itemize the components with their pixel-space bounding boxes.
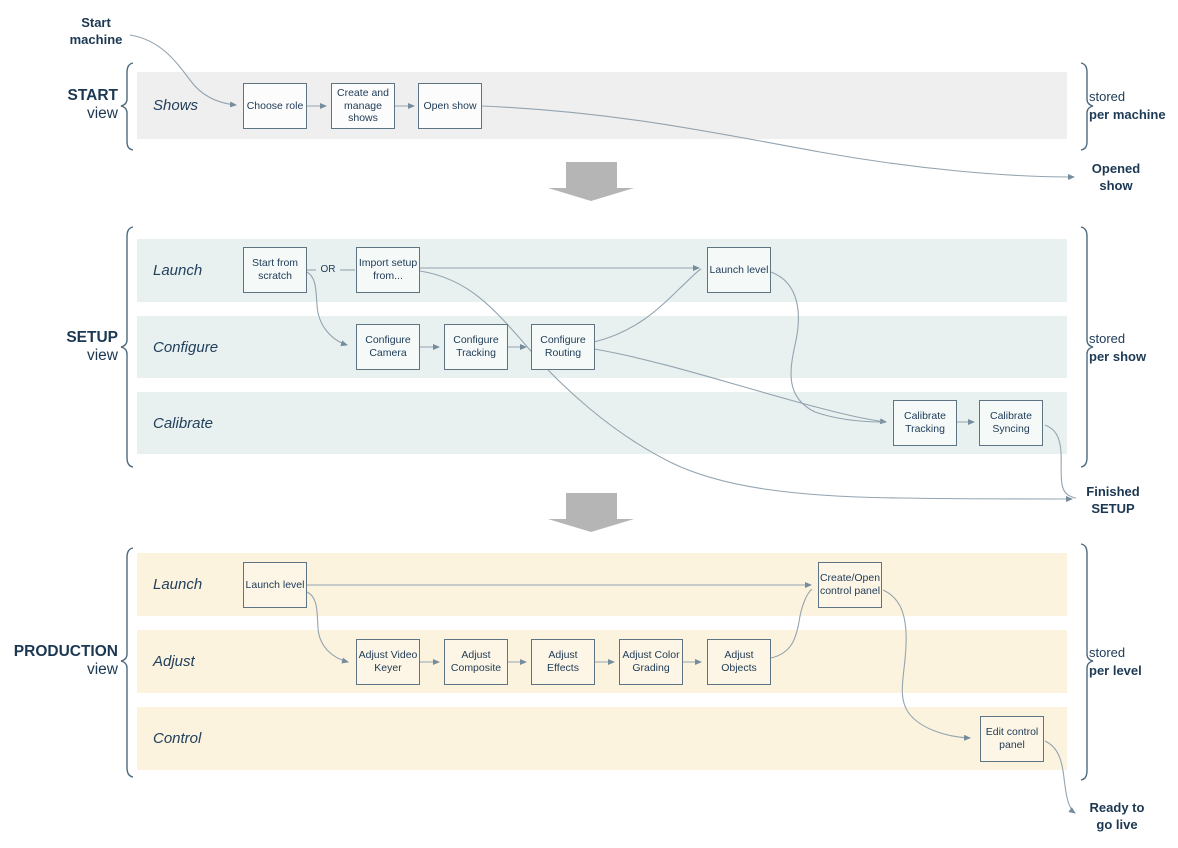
node-calibrate-syncing: Calibrate Syncing — [979, 400, 1043, 446]
connector-edit-panel-to-ready — [1044, 740, 1076, 814]
node-launch-level-setup: Launch level — [707, 247, 771, 293]
lane-label-adjust: Adjust — [153, 653, 195, 670]
view-subtitle-production: view — [86, 661, 118, 678]
node-configure-routing: Configure Routing — [531, 324, 595, 370]
lane-label-calibrate: Calibrate — [153, 414, 214, 432]
connector-start-machine-to-choose-role — [129, 34, 237, 108]
section-arrow-start-to-setup — [548, 162, 634, 201]
node-adjust-video-keyer: Adjust Video Keyer — [356, 639, 420, 685]
stored-prefix: stored — [1089, 645, 1126, 660]
brace-start-view — [120, 62, 134, 151]
node-edit-control-panel: Edit control panel — [980, 716, 1044, 762]
stored-label-per-level: stored per level — [1089, 644, 1142, 679]
view-title-production: PRODUCTION — [13, 643, 118, 660]
view-title-setup: SETUP — [66, 329, 118, 346]
lane-label-control: Control — [153, 730, 202, 747]
connector-routing-to-launch-level — [593, 268, 702, 343]
node-adjust-effects: Adjust Effects — [531, 639, 595, 685]
lane-label-setup-launch: Launch — [153, 262, 203, 279]
brace-setup-view — [120, 226, 134, 468]
bracket-stored-per-machine — [1080, 62, 1094, 151]
connector-routing-to-calibrate-tracking — [593, 348, 887, 425]
brace-production-view — [120, 547, 134, 778]
node-configure-tracking: Configure Tracking — [444, 324, 508, 370]
view-label-start: START view — [0, 87, 118, 123]
connector-create-panel-to-edit-panel — [882, 589, 971, 741]
node-create-open-control-panel: Create/Open control panel — [818, 562, 882, 608]
stored-scope-machine: per machine — [1089, 106, 1166, 122]
annotation-ready-to-go-live: Ready to go live — [1089, 800, 1145, 832]
connector-import-to-finished-setup — [419, 270, 1073, 502]
lane-setup-configure — [137, 316, 1067, 378]
connector-launch-level-to-video-keyer — [306, 591, 349, 664]
connector-scratch-to-configure-camera — [306, 271, 348, 347]
stored-prefix: stored — [1089, 331, 1126, 346]
annotation-start-machine: Start machine — [69, 15, 123, 47]
or-label: OR — [320, 264, 336, 275]
view-label-setup: SETUP view — [0, 329, 118, 365]
bracket-stored-per-show — [1080, 226, 1094, 468]
view-title-start: START — [67, 87, 118, 104]
stored-scope-show: per show — [1089, 348, 1147, 364]
stored-scope-level: per level — [1089, 662, 1142, 678]
lane-label-shows: Shows — [153, 97, 199, 114]
annotation-opened-show: Opened show — [1091, 161, 1141, 193]
connector-syncing-to-finished-setup — [1044, 424, 1077, 499]
annotation-finished-setup: Finished SETUP — [1086, 484, 1140, 516]
node-create-manage-shows: Create and manage shows — [331, 83, 395, 129]
lane-label-configure: Configure — [153, 338, 219, 356]
node-launch-level-production: Launch level — [243, 562, 307, 608]
node-adjust-objects: Adjust Objects — [707, 639, 771, 685]
node-adjust-composite: Adjust Composite — [444, 639, 508, 685]
node-open-show: Open show — [418, 83, 482, 129]
view-label-production: PRODUCTION view — [0, 643, 118, 679]
node-configure-camera: Configure Camera — [356, 324, 420, 370]
stored-prefix: stored — [1089, 89, 1126, 104]
node-calibrate-tracking: Calibrate Tracking — [893, 400, 957, 446]
connector-objects-to-control-panel — [770, 588, 813, 659]
connector-launch-level-to-calibrate-tracking — [770, 271, 885, 423]
view-subtitle-setup: view — [86, 347, 118, 364]
stored-label-per-show: stored per show — [1089, 330, 1146, 365]
node-import-setup-from: Import setup from... — [356, 247, 420, 293]
connector-open-show-to-opened-show — [481, 105, 1075, 180]
node-start-from-scratch: Start from scratch — [243, 247, 307, 293]
bracket-stored-per-level — [1080, 543, 1094, 781]
node-choose-role: Choose role — [243, 83, 307, 129]
lane-label-production-launch: Launch — [153, 576, 203, 593]
view-subtitle-start: view — [86, 105, 118, 122]
section-arrow-setup-to-production — [548, 493, 634, 532]
node-adjust-color-grading: Adjust Color Grading — [619, 639, 683, 685]
stored-label-per-machine: stored per machine — [1089, 88, 1166, 123]
